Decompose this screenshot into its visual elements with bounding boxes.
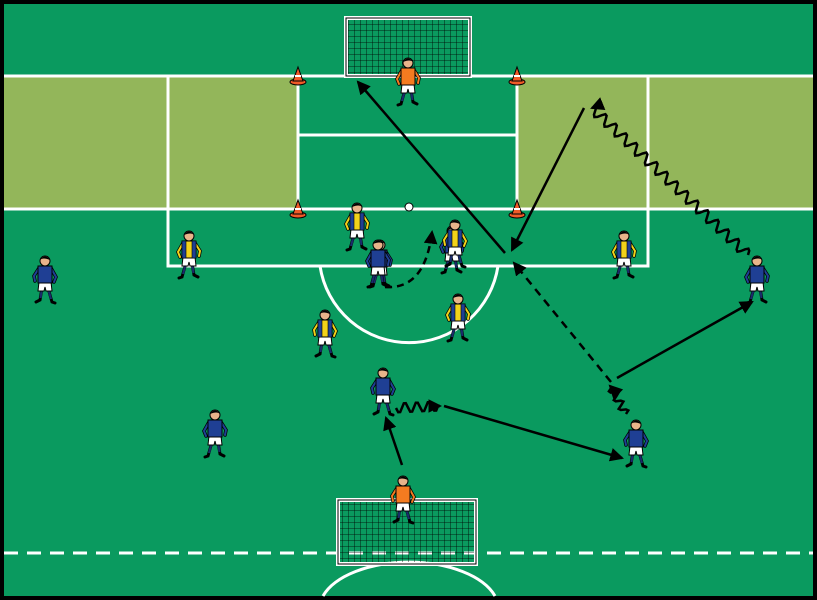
cones [289,65,526,219]
zone-left [4,76,298,209]
arrow-shot-to-goal [356,80,506,254]
arrow-through-pass [443,404,624,462]
player-yellow [611,230,637,280]
ball [404,202,414,212]
arrow-dribble-long [590,97,751,256]
arrow-dribble-short [394,399,443,414]
cone [289,65,307,86]
player-blue [32,255,58,305]
goalkeeper-top [395,57,421,107]
arrow-dashed-run [512,261,612,383]
penalty-arc [318,265,500,345]
arrow-pass-right [616,300,754,380]
arrow-cross-run [510,107,586,252]
player-yellow [176,230,202,280]
zone-right [517,76,813,209]
player-blue [365,239,391,289]
cone [289,198,307,219]
pitch-lines [4,74,813,597]
movement-arrows [356,80,754,466]
cone [508,198,526,219]
arrow-dribble-small [607,384,631,415]
player-yellow [344,202,370,252]
player-blue [370,367,396,417]
player-yellow [445,293,471,343]
player-yellow [312,309,338,359]
player-blue [623,419,649,469]
arrow-keeper-throw [383,416,404,466]
goalkeeper-bottom [390,475,416,525]
cone [508,65,526,86]
players [32,57,770,525]
player-blue [744,255,770,305]
player-blue [202,409,228,459]
player-yellow [442,219,468,269]
